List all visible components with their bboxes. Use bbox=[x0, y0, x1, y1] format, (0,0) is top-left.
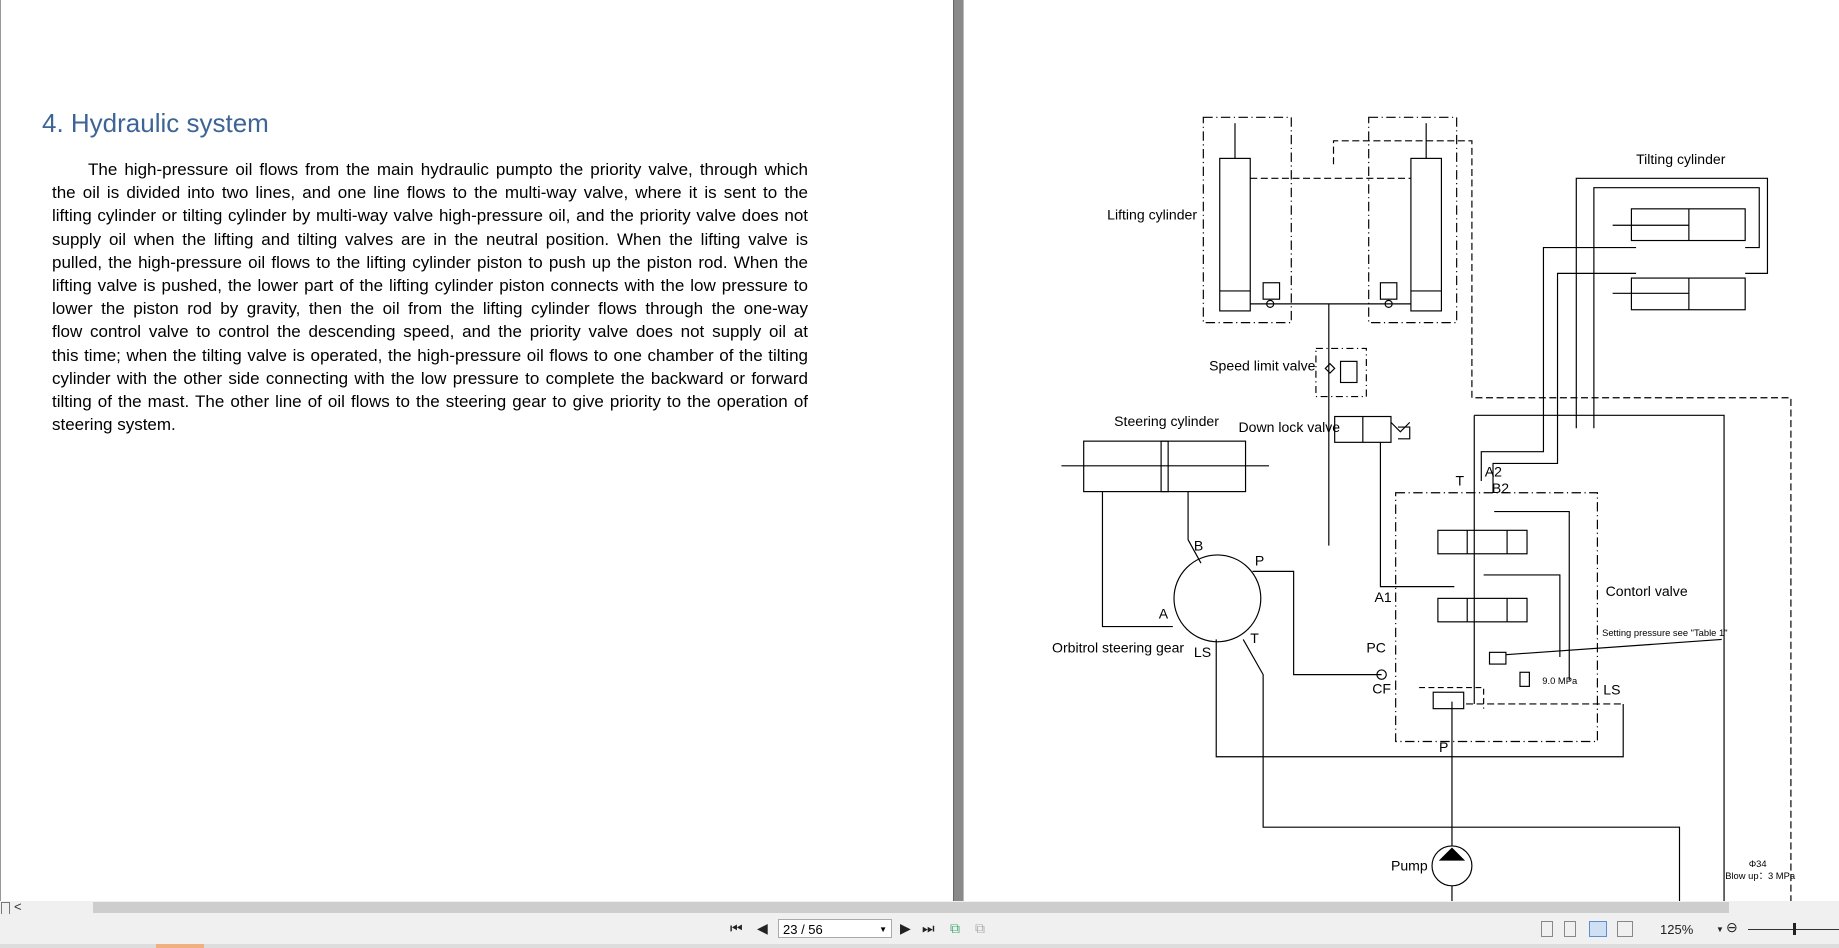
body-line: lower the piston rod by gravity, then th… bbox=[52, 299, 808, 319]
first-page-icon[interactable]: ⏮ bbox=[730, 920, 743, 936]
single-page-icon[interactable] bbox=[1541, 921, 1553, 937]
go-back-view-icon[interactable]: ⧉ bbox=[950, 920, 960, 936]
next-page-icon[interactable]: ▶ bbox=[900, 920, 911, 936]
facing-icon[interactable] bbox=[1589, 921, 1607, 937]
page-edge bbox=[0, 0, 1, 901]
taskbar-highlight bbox=[156, 944, 204, 948]
body-line: lifting valve is pushed, the lower part … bbox=[52, 276, 808, 296]
page-divider bbox=[953, 0, 964, 901]
page-indicator: 23 / 56 bbox=[783, 922, 823, 937]
zoom-out-icon[interactable]: ⊖ bbox=[1726, 919, 1738, 935]
body-line: the oil is divided into two lines, and o… bbox=[52, 183, 808, 203]
taskbar-strip bbox=[0, 944, 1839, 948]
body-line: steering system. bbox=[52, 415, 176, 435]
last-page-icon[interactable]: ⏭ bbox=[922, 920, 935, 936]
body-line: flow control valve to control the descen… bbox=[52, 322, 808, 342]
scrollbar-thumb[interactable] bbox=[93, 902, 1729, 913]
zoom-slider-handle[interactable] bbox=[1793, 923, 1796, 935]
body-line: supply oil when the lifting and tilting … bbox=[52, 229, 808, 249]
body-line: cylinder with the other side connecting … bbox=[52, 368, 808, 388]
scroll-left-button[interactable]: < bbox=[14, 899, 22, 914]
document-viewer: 4. Hydraulic system The high-pressure oi… bbox=[0, 0, 1839, 901]
chevron-down-icon[interactable]: ▼ bbox=[879, 925, 887, 934]
zoom-level[interactable]: 125% bbox=[1660, 922, 1694, 937]
section-heading: 4. Hydraulic system bbox=[42, 108, 269, 138]
horizontal-scrollbar[interactable]: < bbox=[0, 899, 1839, 915]
body-line: this time; when the tilting valve is ope… bbox=[52, 345, 808, 365]
section-body: The high-pressure oil flows from the mai… bbox=[52, 158, 808, 436]
go-forward-view-icon[interactable]: ⧉ bbox=[975, 920, 985, 936]
zoom-dropdown-icon[interactable]: ▼ bbox=[1716, 925, 1724, 934]
page-number-input[interactable]: 23 / 56 ▼ bbox=[778, 919, 892, 938]
body-line: pulled, the high-pressure oil flows to t… bbox=[52, 252, 808, 272]
body-line: The high-pressure oil flows from the mai… bbox=[88, 160, 808, 179]
bottom-toolbar: ⏮ ◀ 23 / 56 ▼ ▶ ⏭ ⧉ ⧉ 125% ▼ ⊖ bbox=[0, 914, 1839, 944]
continuous-facing-icon[interactable] bbox=[1617, 921, 1633, 937]
continuous-icon[interactable] bbox=[1564, 921, 1576, 937]
body-line: lifting cylinder or tilting cylinder by … bbox=[52, 206, 808, 226]
prev-page-icon[interactable]: ◀ bbox=[757, 920, 768, 936]
body-line: tilting of the mast. The other line of o… bbox=[52, 392, 808, 412]
